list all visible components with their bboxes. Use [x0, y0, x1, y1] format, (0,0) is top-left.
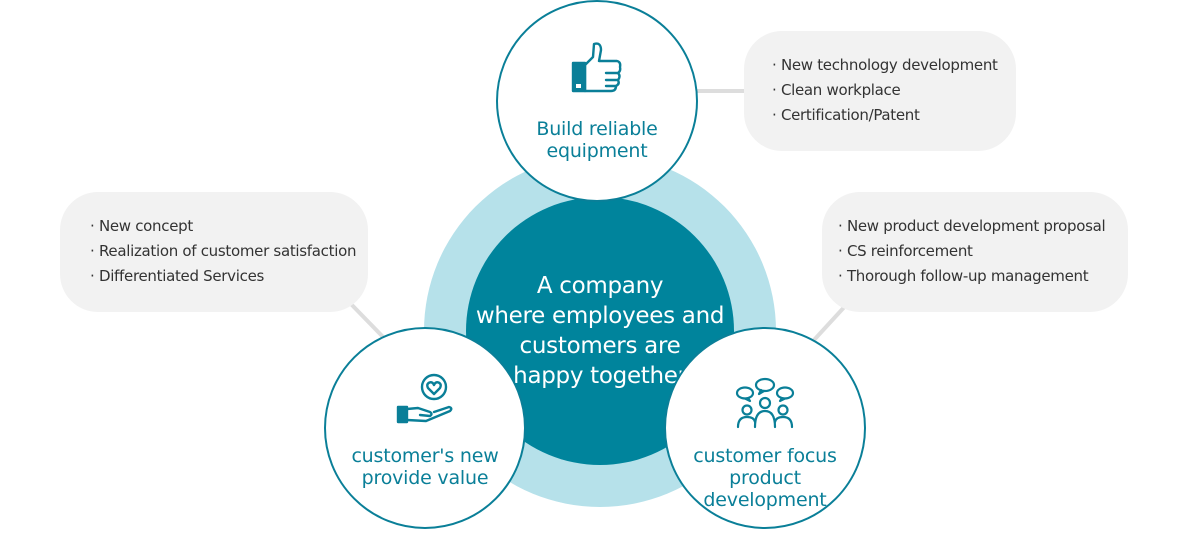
center-line: where employees and: [475, 303, 725, 329]
bubble-left: New concept Realization of customer sati…: [60, 192, 368, 312]
bubble-top: New technology development Clean workpla…: [744, 31, 1016, 151]
node-label-line: provide value: [361, 467, 489, 489]
node-label-line: Build reliable: [536, 118, 658, 140]
node-label: Build reliable equipment: [498, 118, 696, 162]
node-label: customer's new provide value: [326, 445, 524, 489]
node-label: customer focus product development: [666, 445, 864, 511]
node-label-line: product: [729, 467, 801, 489]
heart-in-hand-icon: [396, 373, 454, 429]
list-item: Certification/Patent: [772, 103, 1016, 128]
bubble-right: New product development proposal CS rein…: [822, 192, 1128, 312]
node-build-reliable-equipment: Build reliable equipment: [496, 0, 698, 202]
connector-left: [348, 301, 388, 342]
node-label-line: customer focus: [693, 445, 837, 467]
list-item: Thorough follow-up management: [838, 264, 1128, 289]
list-item: New concept: [90, 214, 368, 239]
list-item: CS reinforcement: [838, 239, 1128, 264]
connector-right: [812, 301, 850, 342]
center-line: A company: [536, 273, 664, 299]
node-label-line: development: [703, 489, 827, 511]
customer-group-icon: [734, 377, 796, 433]
list-item: Realization of customer satisfaction: [90, 239, 368, 264]
node-customer-new-value: customer's new provide value: [324, 327, 526, 529]
center-line: customers are: [519, 333, 681, 359]
list-item: New technology development: [772, 53, 1016, 78]
center-line: happy together: [513, 363, 687, 389]
node-label-line: equipment: [546, 140, 648, 162]
center-text: A company where employees and customers …: [475, 271, 725, 391]
node-label-line: customer's new: [351, 445, 499, 467]
node-customer-focus: customer focus product development: [664, 327, 866, 529]
list-item: New product development proposal: [838, 214, 1128, 239]
list-item: Differentiated Services: [90, 264, 368, 289]
list-item: Clean workplace: [772, 78, 1016, 103]
thumbs-up-icon: [571, 40, 623, 98]
